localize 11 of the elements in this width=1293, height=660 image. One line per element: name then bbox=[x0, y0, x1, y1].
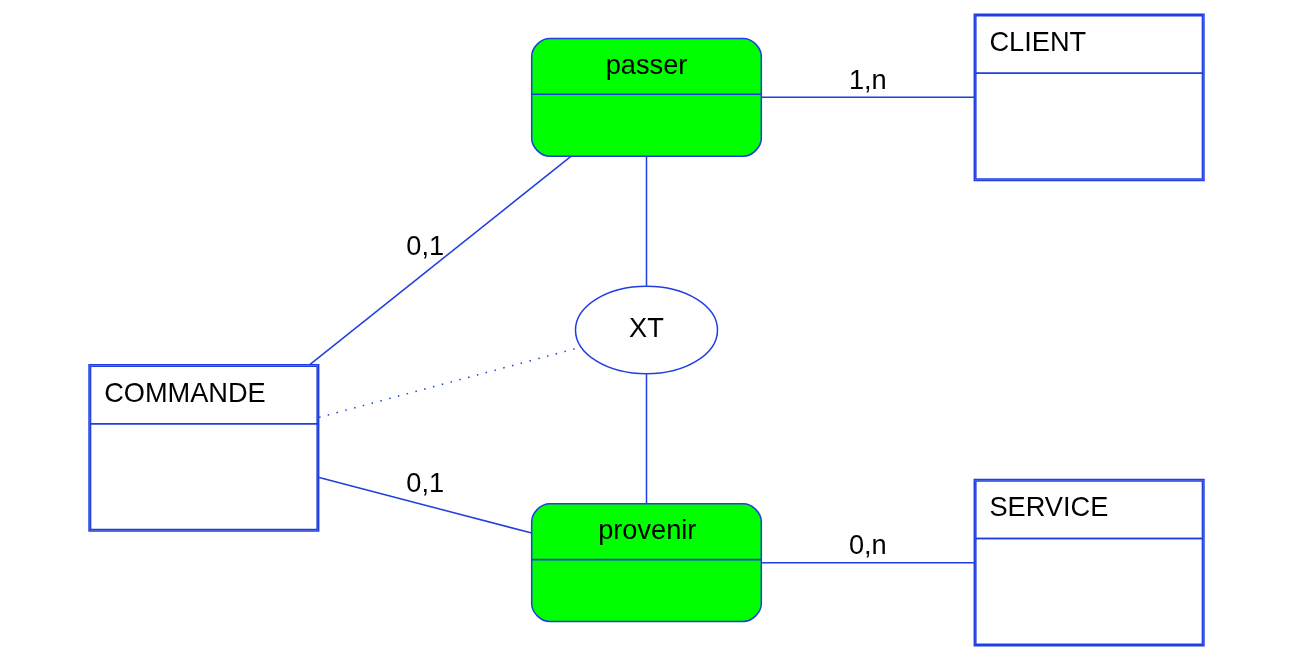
node-ellipse: XT bbox=[574, 285, 719, 375]
connector bbox=[318, 476, 533, 534]
edge-label: 0,1 bbox=[406, 467, 445, 499]
connector bbox=[309, 155, 572, 366]
edge-label: 0,n bbox=[848, 529, 887, 561]
connector bbox=[645, 373, 648, 505]
connector bbox=[761, 96, 976, 99]
connector bbox=[645, 155, 648, 287]
edge-label: 0,1 bbox=[406, 230, 445, 262]
edge-label: 1,n bbox=[848, 63, 887, 95]
connector bbox=[761, 561, 976, 564]
